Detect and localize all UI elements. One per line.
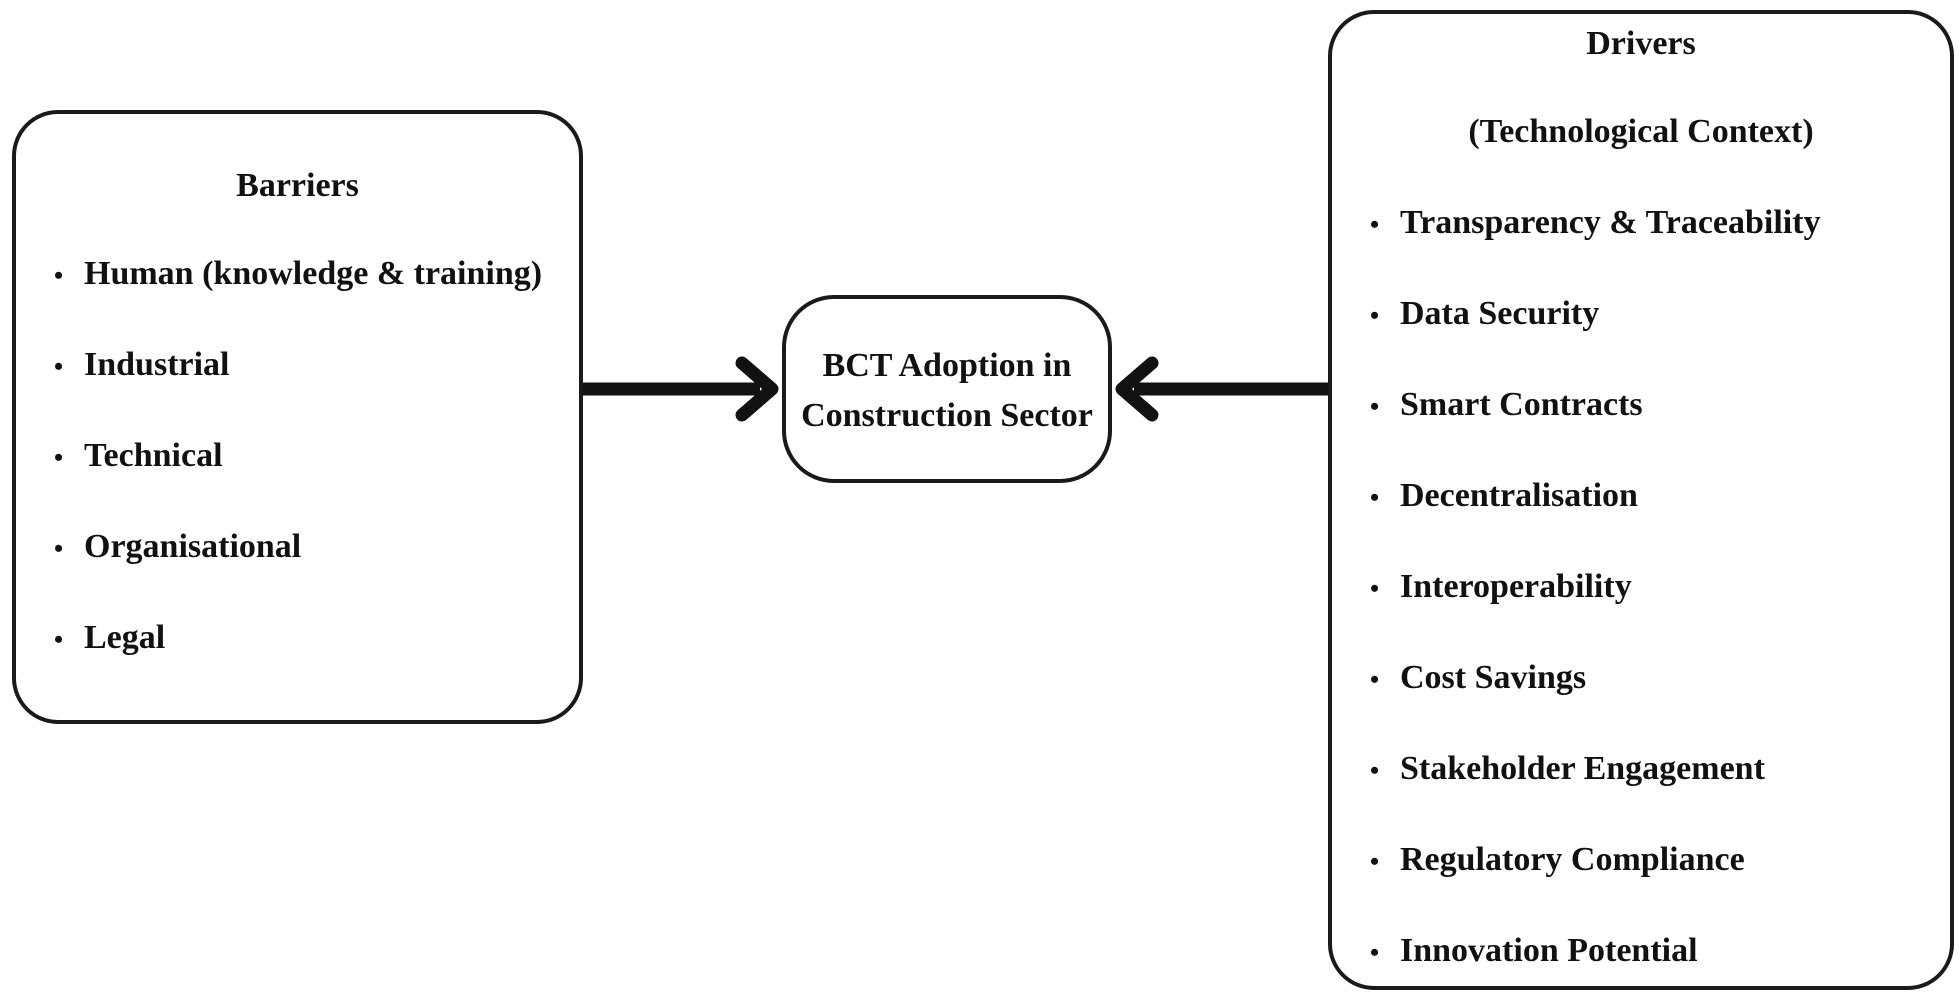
bullet-icon: • [54, 352, 64, 381]
driver-label: Decentralisation [1400, 477, 1638, 514]
list-item: • Data Security [1370, 294, 1599, 336]
list-item: • Stakeholder Engagement [1370, 749, 1765, 791]
bullet-icon: • [54, 443, 64, 472]
list-item: • Interoperability [1370, 567, 1632, 609]
center-box: BCT Adoption in Construction Sector [782, 295, 1112, 483]
barriers-box: Barriers • Human (knowledge & training) •… [12, 110, 583, 724]
bullet-icon: • [1370, 483, 1380, 512]
driver-label: Stakeholder Engagement [1400, 750, 1765, 787]
driver-label: Smart Contracts [1400, 386, 1643, 423]
center-label-line2: Construction Sector [801, 397, 1093, 434]
barrier-label: Industrial [84, 346, 230, 383]
barriers-title: Barriers [236, 167, 359, 204]
list-item: • Technical [54, 436, 223, 478]
list-item: • Legal [54, 618, 165, 660]
center-label: BCT Adoption in Construction Sector [786, 341, 1108, 441]
list-item: • Decentralisation [1370, 476, 1638, 518]
barrier-label: Technical [84, 437, 223, 474]
drivers-box: Drivers (Technological Context) • Transpa… [1328, 10, 1954, 990]
bullet-icon: • [1370, 210, 1380, 239]
driver-label: Cost Savings [1400, 659, 1587, 696]
bullet-icon: • [1370, 665, 1380, 694]
barriers-arrow [583, 356, 779, 422]
bullet-icon: • [1370, 392, 1380, 421]
drivers-title: Drivers [1586, 25, 1696, 62]
barrier-label: Human (knowledge & training) [84, 255, 543, 292]
driver-label: Transparency & Traceability [1400, 204, 1821, 241]
drivers-subtitle: (Technological Context) [1468, 113, 1814, 150]
list-item: • Smart Contracts [1370, 385, 1643, 427]
bullet-icon: • [54, 625, 64, 654]
drivers-arrow [1115, 356, 1328, 422]
list-item: • Transparency & Traceability [1370, 203, 1821, 245]
bullet-icon: • [1370, 756, 1380, 785]
bullet-icon: • [1370, 574, 1380, 603]
list-item: • Industrial [54, 345, 230, 387]
driver-label: Data Security [1400, 295, 1600, 332]
list-item: • Organisational [54, 527, 301, 569]
driver-label: Regulatory Compliance [1400, 841, 1745, 878]
bullet-icon: • [1370, 847, 1380, 876]
list-item: • Innovation Potential [1370, 931, 1698, 973]
bullet-icon: • [1370, 301, 1380, 330]
bullet-icon: • [1370, 938, 1380, 967]
driver-label: Innovation Potential [1400, 932, 1698, 969]
list-item: • Human (knowledge & training) [54, 254, 542, 296]
bullet-icon: • [54, 534, 64, 563]
barrier-label: Organisational [84, 528, 302, 565]
list-item: • Cost Savings [1370, 658, 1586, 700]
center-label-line1: BCT Adoption in [822, 347, 1072, 384]
list-item: • Regulatory Compliance [1370, 840, 1745, 882]
barrier-label: Legal [84, 619, 166, 656]
bullet-icon: • [54, 261, 64, 290]
driver-label: Interoperability [1400, 568, 1632, 605]
